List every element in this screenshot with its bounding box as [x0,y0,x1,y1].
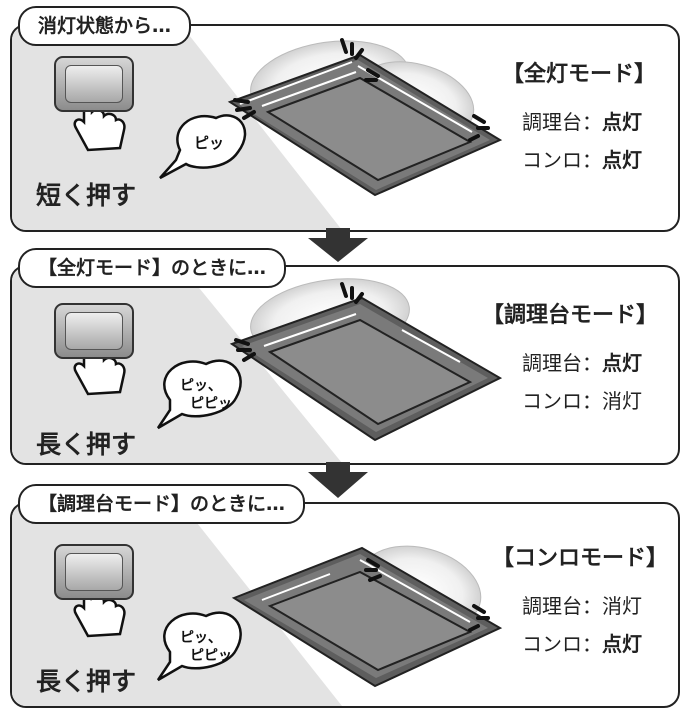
step-2-status-counter-value: 点灯 [602,351,642,375]
step-2-condition-tag: 【全灯モード】のときに… [18,248,287,288]
step-3-action-label: 長く押す [36,667,137,696]
step-1-beep-bubble: ピッ [159,114,247,180]
step-3-beep-line-1: ピッ、 [180,630,222,646]
step-2-light-rays [234,282,364,362]
step-3-beep-line-2: ピピッ [190,648,232,664]
step-1-beep-line-1: ピッ [194,134,224,152]
step-2-status-counter-label: 調理台： [522,351,602,375]
step-3-status-stove: コンロ：点灯 [522,628,642,657]
step-2-light-button[interactable] [54,303,134,359]
step-2-beep-line-1: ピッ、 [180,378,222,394]
step-3-mode-title: 【コンロモード】 [492,546,669,571]
step-2-mode-title: 【調理台モード】 [482,303,659,328]
step-1-condition-tag: 消灯状態から… [18,6,192,46]
step-3-status-stove-label: コンロ： [522,632,602,656]
step-3-light-rays [364,558,490,632]
step-1-status-stove-label: コンロ： [522,148,602,172]
down-arrow-1 [308,228,368,262]
step-2-action-label: 長く押す [36,430,137,459]
step-3-beep-bubble: ピッ、 ピピッ [156,611,242,682]
step-3-status-counter-label: 調理台： [522,594,602,618]
step-1-status-counter-label: 調理台： [522,110,602,134]
step-3-status-stove-value: 点灯 [602,632,642,656]
step-1-status-counter: 調理台：点灯 [522,106,642,135]
step-1-status-stove: コンロ：点灯 [522,144,642,173]
step-2-beep-bubble: ピッ、 ピピッ [156,359,242,430]
step-3-condition-tag: 【調理台モード】のときに… [18,484,306,524]
step-2-status-stove: コンロ：消灯 [522,385,642,414]
step-3-status-counter: 調理台：消灯 [522,590,642,619]
step-1-hood-illustration [227,40,503,197]
step-2-beep-line-2: ピピッ [190,396,232,412]
step-3-hood-illustration [231,545,503,688]
step-1-mode-title: 【全灯モード】 [502,62,657,87]
step-2-status-stove-label: コンロ： [522,389,602,413]
step-3-light-button[interactable] [54,544,134,600]
step-1-light-rays [233,38,490,142]
step-3-status-counter-value: 消灯 [602,594,642,618]
step-2-status-counter: 調理台：点灯 [522,347,642,376]
step-1-action-label: 短く押す [36,181,137,210]
step-2-hood-illustration [229,278,503,442]
step-1-status-counter-value: 点灯 [602,110,642,134]
step-1-light-button[interactable] [54,56,134,112]
step-2-status-stove-value: 消灯 [602,389,642,413]
down-arrow-2 [308,462,368,498]
step-1-status-stove-value: 点灯 [602,148,642,172]
